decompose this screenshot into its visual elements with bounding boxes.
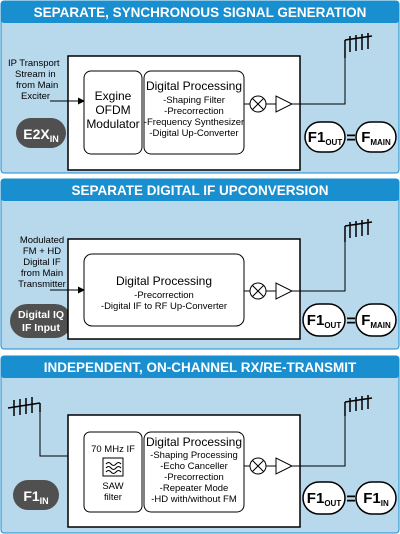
if-frequency-label: 70 MHz IF (91, 444, 135, 455)
digital-processing-item: -Repeater Mode (160, 483, 229, 494)
panel-header: SEPARATE, SYNCHRONOUS SIGNAL GENERATION (34, 5, 367, 20)
input-source-line: Transmitter (18, 279, 66, 290)
antenna-icon (344, 33, 373, 58)
output-frequency-label: F1OUT (308, 129, 343, 147)
input-source-line: Modulated (20, 235, 64, 246)
modulator-box (83, 70, 143, 155)
output-frequency-badge (302, 481, 346, 515)
input-bubble-label: F1IN (23, 488, 48, 506)
antenna-feed (292, 412, 346, 467)
output-frequency-badge (304, 121, 346, 153)
main-frequency-label: FMAIN (361, 312, 391, 330)
modulator-label: Exgine (95, 89, 132, 103)
output-frequency-badge (302, 303, 346, 337)
antenna-icon (344, 219, 373, 242)
main-frequency-label: FMAIN (361, 129, 391, 147)
input-frequency-badge (355, 481, 397, 515)
panel-header: INDEPENDENT, ON-CHANNEL RX/RE-TRANSMIT (44, 360, 357, 375)
panel-on-channel: INDEPENDENT, ON-CHANNEL RX/RE-TRANSMIT F… (0, 355, 400, 534)
main-frequency-badge (355, 121, 397, 153)
equals-sign: = (346, 491, 355, 508)
input-source-line: Stream in (15, 69, 56, 80)
input-bubble-label: Digital IQ (18, 309, 64, 321)
digital-processing-title: Digital Processing (116, 274, 212, 288)
input-source-line: Exciter (21, 91, 50, 102)
input-bubble (16, 118, 66, 148)
digital-processing-title: Digital Processing (146, 435, 242, 449)
antenna-icon (344, 395, 373, 416)
receive-antenna-icon (7, 397, 41, 416)
input-source-line: Digital IF (23, 257, 61, 268)
amplifier-icon (275, 95, 294, 113)
saw-filter-label: SAW (102, 481, 123, 492)
input-bubble-label: E2XIN (23, 126, 58, 144)
amplifier-icon (275, 457, 294, 475)
mixer-icon (249, 282, 267, 300)
input-bubble (13, 480, 59, 510)
input-source-line: from Main (16, 80, 58, 91)
panel-digital-if: SEPARATE DIGITAL IF UPCONVERSION Modulat… (0, 178, 400, 350)
digital-processing-box (143, 70, 245, 155)
digital-processing-title: Digital Processing (146, 79, 242, 93)
mixer-icon (249, 457, 267, 475)
mixer-icon (249, 95, 267, 113)
panel-synchronous: SEPARATE, SYNCHRONOUS SIGNAL GENERATION … (0, 0, 400, 174)
panel-header-bar (1, 179, 399, 201)
output-frequency-label: F1OUT (307, 312, 342, 330)
digital-processing-item: -Precorrection (164, 472, 224, 483)
main-frequency-badge (355, 303, 397, 337)
modulator-label: OFDM (95, 103, 130, 117)
digital-processing-item: -Precorrection (164, 106, 224, 117)
digital-processing-item: -Shaping Filter (163, 95, 225, 106)
input-source-line: FM + HD (23, 246, 61, 257)
digital-processing-item: -HD with/without FM (151, 494, 237, 505)
input-frequency-label: F1IN (363, 490, 389, 508)
panel-header-bar (1, 356, 399, 378)
digital-processing-item: -Frequency Synthesizer (144, 117, 244, 128)
digital-processing-box (83, 253, 245, 327)
digital-processing-item: -Echo Canceller (160, 461, 228, 472)
digital-processing-item: -Digital IF to RF Up-Converter (101, 301, 227, 312)
saw-filter-label: filter (104, 492, 122, 503)
output-frequency-label: F1OUT (307, 490, 342, 508)
input-source-line: IP Transport (8, 58, 60, 69)
equals-sign: = (346, 313, 355, 330)
digital-processing-box (143, 431, 245, 513)
digital-processing-item: -Shaping Processing (150, 450, 238, 461)
amplifier-icon (275, 282, 294, 300)
saw-filter-icon (102, 457, 124, 477)
antenna-feed (292, 238, 346, 292)
digital-processing-item: -Precorrection (134, 290, 194, 301)
modulator-label: Modulator (86, 117, 139, 131)
antenna-feed (292, 55, 346, 105)
panel-header: SEPARATE DIGITAL IF UPCONVERSION (71, 183, 328, 198)
panel-header-bar (1, 1, 399, 23)
digital-processing-item: -Digital Up-Converter (149, 128, 238, 139)
equals-sign: = (346, 130, 355, 147)
input-bubble-label: IF Input (22, 322, 60, 334)
input-bubble (10, 304, 72, 338)
input-source-line: from Main (21, 268, 63, 279)
